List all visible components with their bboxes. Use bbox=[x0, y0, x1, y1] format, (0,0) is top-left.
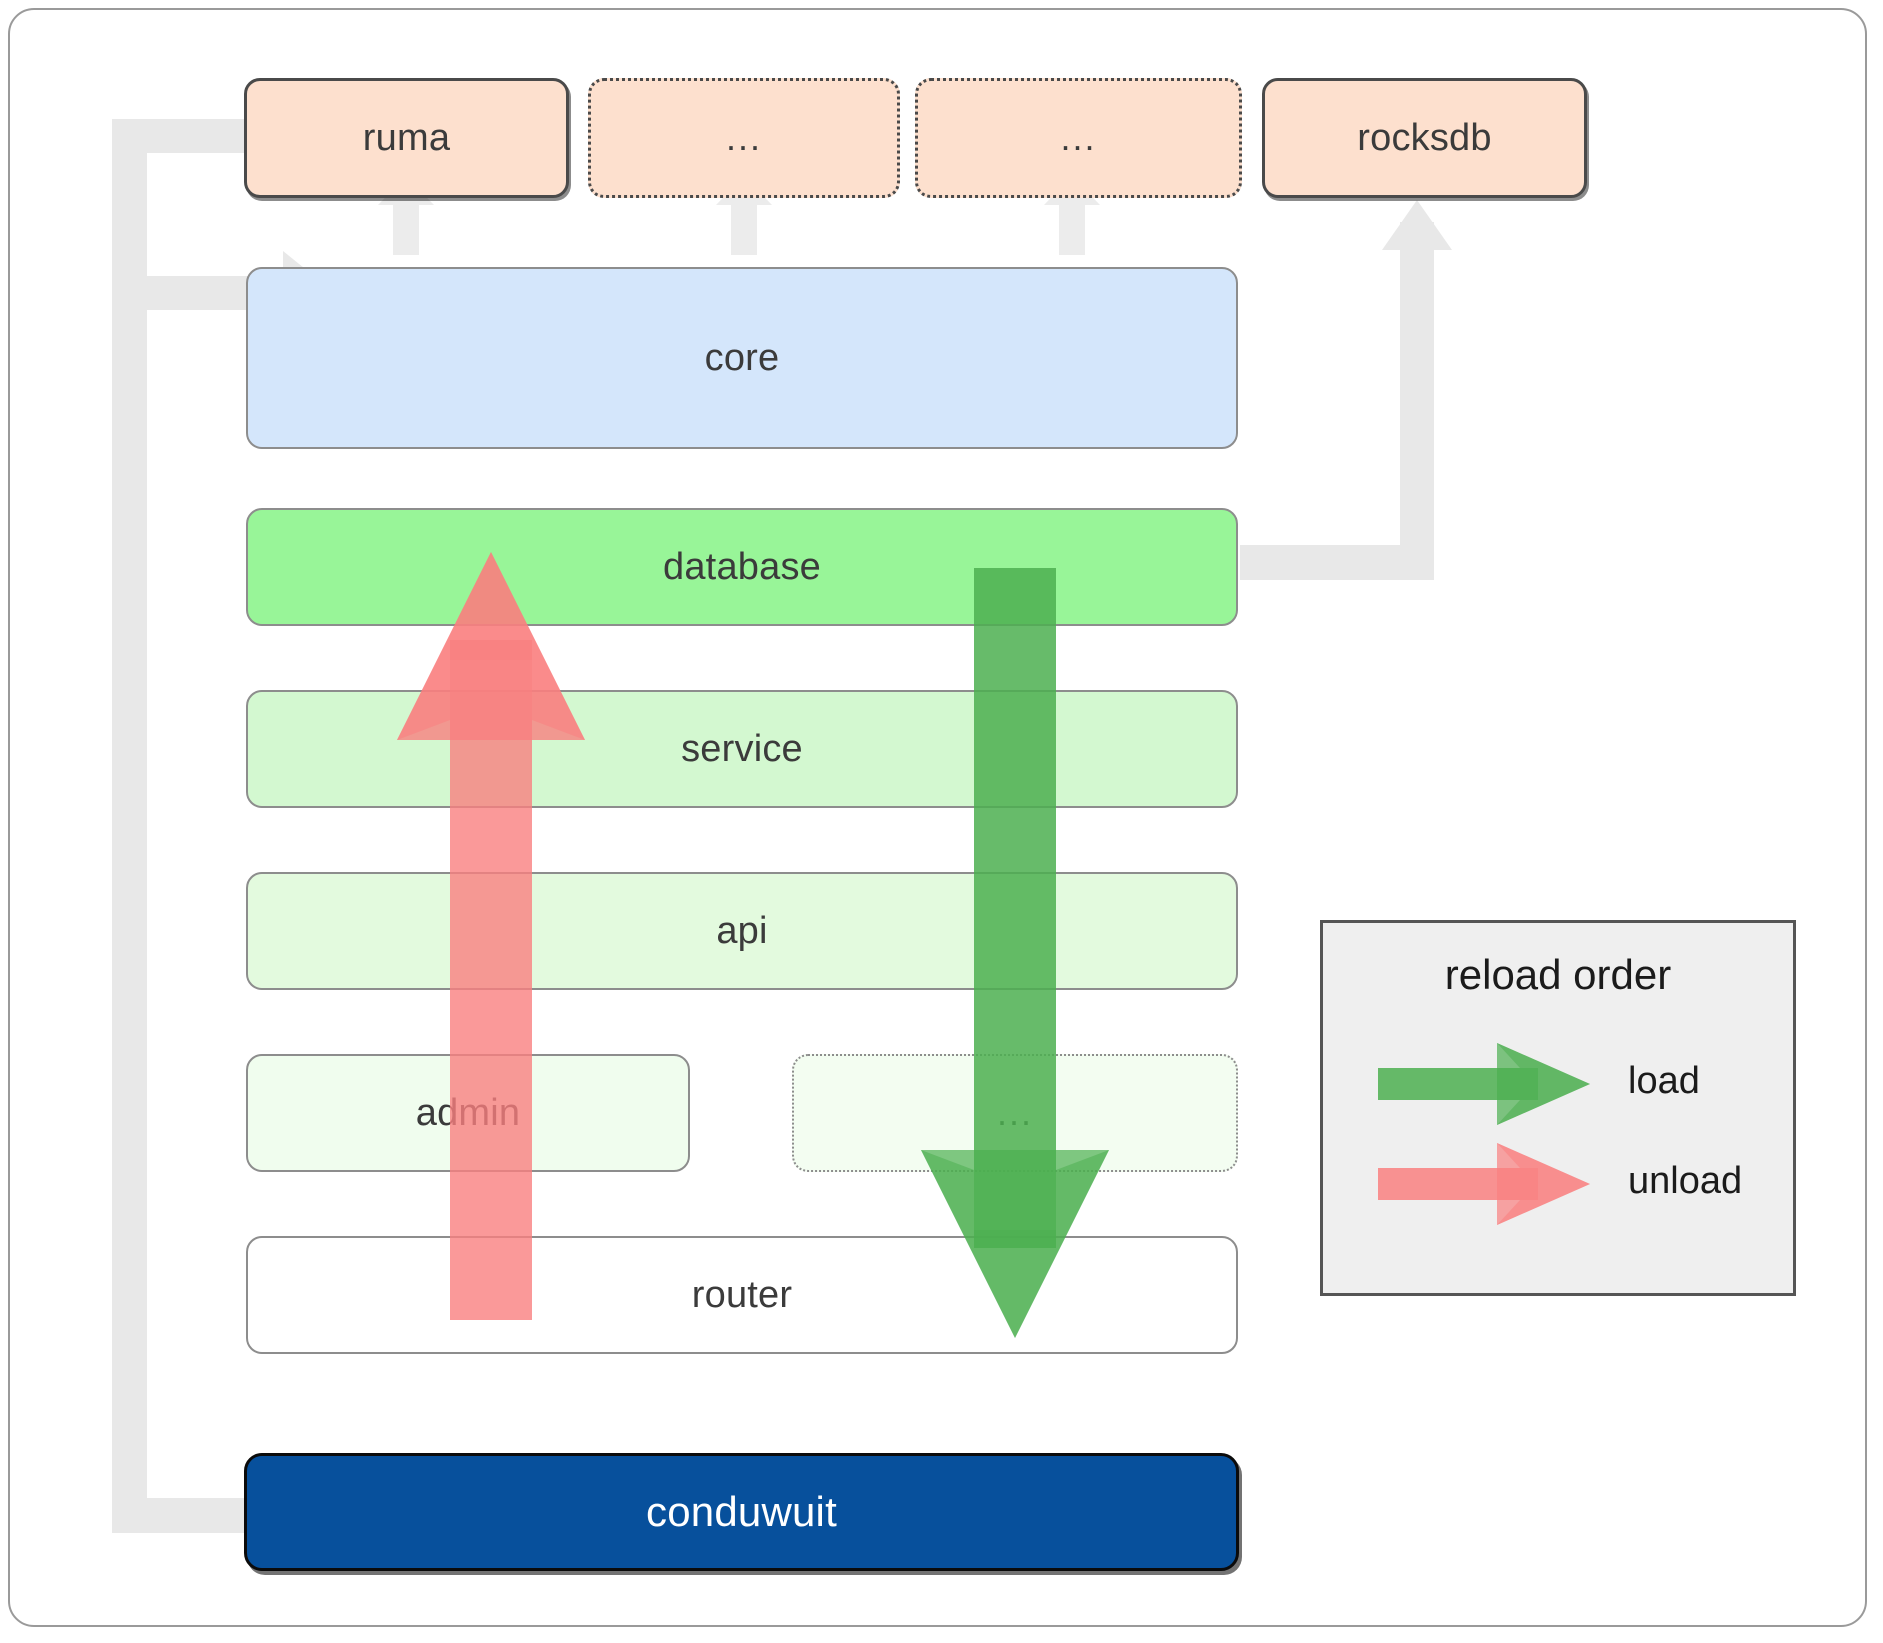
dependency-label: ... bbox=[725, 117, 762, 158]
legend-title: reload order bbox=[1444, 951, 1672, 998]
legend-item-label-load: load bbox=[1628, 1060, 1700, 1102]
dependency-box-placeholder-1[interactable]: ... bbox=[588, 78, 900, 198]
layer-label: service bbox=[681, 727, 803, 770]
layer-label: admin bbox=[415, 1091, 521, 1134]
legend-item-label-unload: unload bbox=[1628, 1160, 1743, 1202]
dependency-box-placeholder-2[interactable]: ... bbox=[915, 78, 1242, 198]
layer-box-service[interactable]: service bbox=[246, 690, 1238, 808]
layer-box-database[interactable]: database bbox=[246, 508, 1238, 626]
core-label: core bbox=[704, 336, 780, 379]
dependency-label: rocksdb bbox=[1357, 116, 1492, 159]
layer-label: router bbox=[691, 1273, 793, 1316]
layer-label: api bbox=[716, 909, 768, 952]
legend-panel: reload order bbox=[1320, 920, 1796, 1296]
layer-box-api[interactable]: api bbox=[246, 872, 1238, 990]
dependency-box-rocksdb[interactable]: rocksdb bbox=[1262, 78, 1587, 198]
dependency-box-ruma[interactable]: ruma bbox=[244, 78, 569, 198]
layer-label: database bbox=[663, 545, 821, 588]
app-label: conduwuit bbox=[646, 1488, 837, 1535]
layer-label: ... bbox=[996, 1092, 1033, 1133]
layer-box-router[interactable]: router bbox=[246, 1236, 1238, 1354]
dependency-label: ... bbox=[1060, 117, 1097, 158]
layer-box-admin[interactable]: admin bbox=[246, 1054, 690, 1172]
diagram-frame bbox=[8, 8, 1867, 1627]
app-box-conduwuit[interactable]: conduwuit bbox=[244, 1453, 1239, 1571]
layer-box-placeholder[interactable]: ... bbox=[792, 1054, 1238, 1172]
dependency-label: ruma bbox=[362, 116, 451, 159]
core-box[interactable]: core bbox=[246, 267, 1238, 449]
